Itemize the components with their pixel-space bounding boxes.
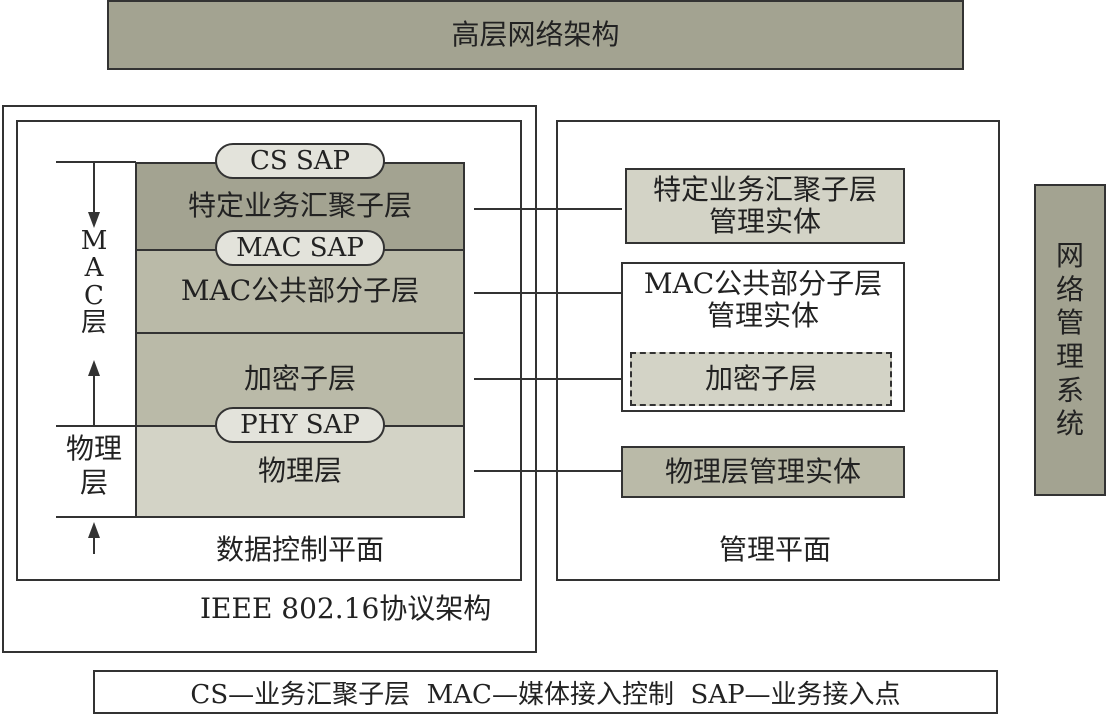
security-management-entity: 加密子层 — [630, 352, 892, 406]
management-plane-frame — [556, 120, 1000, 581]
nms-char-4: 理 — [1055, 340, 1084, 373]
mac-management-entity-line-2: 管理实体 — [706, 299, 819, 333]
nms-char-6: 统 — [1055, 407, 1084, 441]
mac-management-entity-line-1: MAC公共部分子层 — [643, 267, 883, 300]
mac-sap-label: MAC SAP — [236, 233, 364, 263]
bracket-divider-line — [56, 425, 136, 427]
connector-mac — [474, 292, 622, 294]
higher-layer-network-bar: 高层网络架构 — [107, 0, 964, 70]
legend-text: CS—业务汇聚子层 MAC—媒体接入控制 SAP—业务接入点 — [190, 679, 901, 710]
phy-bracket-arrow — [88, 522, 100, 554]
phy-sap-label: PHY SAP — [240, 410, 360, 440]
management-plane-label: 管理平面 — [718, 532, 831, 566]
cs-management-entity-line-2: 管理实体 — [708, 205, 821, 238]
phy-management-entity-label: 物理层管理实体 — [664, 454, 861, 488]
nms-char-3: 管 — [1055, 306, 1084, 340]
connector-phy — [474, 470, 622, 472]
phy-side-line-2: 层 — [79, 465, 108, 499]
mac-sap: MAC SAP — [215, 230, 385, 266]
connector-cs — [474, 208, 622, 210]
data-control-plane-frame — [16, 120, 522, 581]
cs-sap: CS SAP — [215, 143, 385, 179]
mac-management-entity-title: MAC公共部分子层 管理实体 — [623, 267, 903, 344]
bracket-bottom-line — [56, 516, 136, 518]
phy-layer-label: 物理层 — [257, 454, 342, 488]
phy-layer: 物理层 — [135, 425, 465, 518]
cs-management-entity: 特定业务汇聚子层 管理实体 — [625, 168, 905, 244]
nms-char-1: 网 — [1055, 239, 1084, 273]
security-sublayer: 加密子层 — [135, 332, 465, 427]
nms-char-5: 系 — [1055, 373, 1084, 407]
phy-management-entity: 物理层管理实体 — [621, 446, 905, 498]
phy-layer-side-label: 物理 层 — [54, 432, 134, 516]
security-sublayer-label: 加密子层 — [243, 362, 356, 396]
mac-cps-sublayer-label: MAC公共部分子层 — [180, 274, 420, 308]
mac-layer-side-label: M A C 层 — [72, 226, 116, 368]
nms-char-2: 络 — [1055, 272, 1084, 306]
security-management-entity-label: 加密子层 — [704, 361, 817, 395]
cs-management-entity-line-1: 特定业务汇聚子层 — [652, 172, 877, 206]
phy-sap: PHY SAP — [215, 407, 385, 443]
connector-security — [474, 378, 622, 380]
higher-layer-network-label: 高层网络架构 — [451, 17, 620, 51]
mac-bracket-arrows — [88, 162, 100, 426]
ieee-architecture-label: IEEE 802.16协议架构 — [200, 592, 492, 625]
mac-side-char-ceng: 层 — [80, 307, 107, 338]
data-control-plane-label: 数据控制平面 — [215, 532, 384, 566]
phy-side-line-1: 物理 — [65, 432, 122, 465]
network-management-system: 网 络 管 理 系 统 — [1034, 184, 1106, 496]
mac-side-char-a: A — [84, 253, 104, 284]
cs-sap-label: CS SAP — [249, 146, 351, 176]
mac-side-char-c: C — [84, 280, 104, 311]
legend-box: CS—业务汇聚子层 MAC—媒体接入控制 SAP—业务接入点 — [93, 670, 998, 714]
cs-sublayer-label: 特定业务汇聚子层 — [187, 189, 412, 223]
mac-side-char-m: M — [80, 226, 108, 256]
bracket-top-line — [56, 161, 136, 163]
